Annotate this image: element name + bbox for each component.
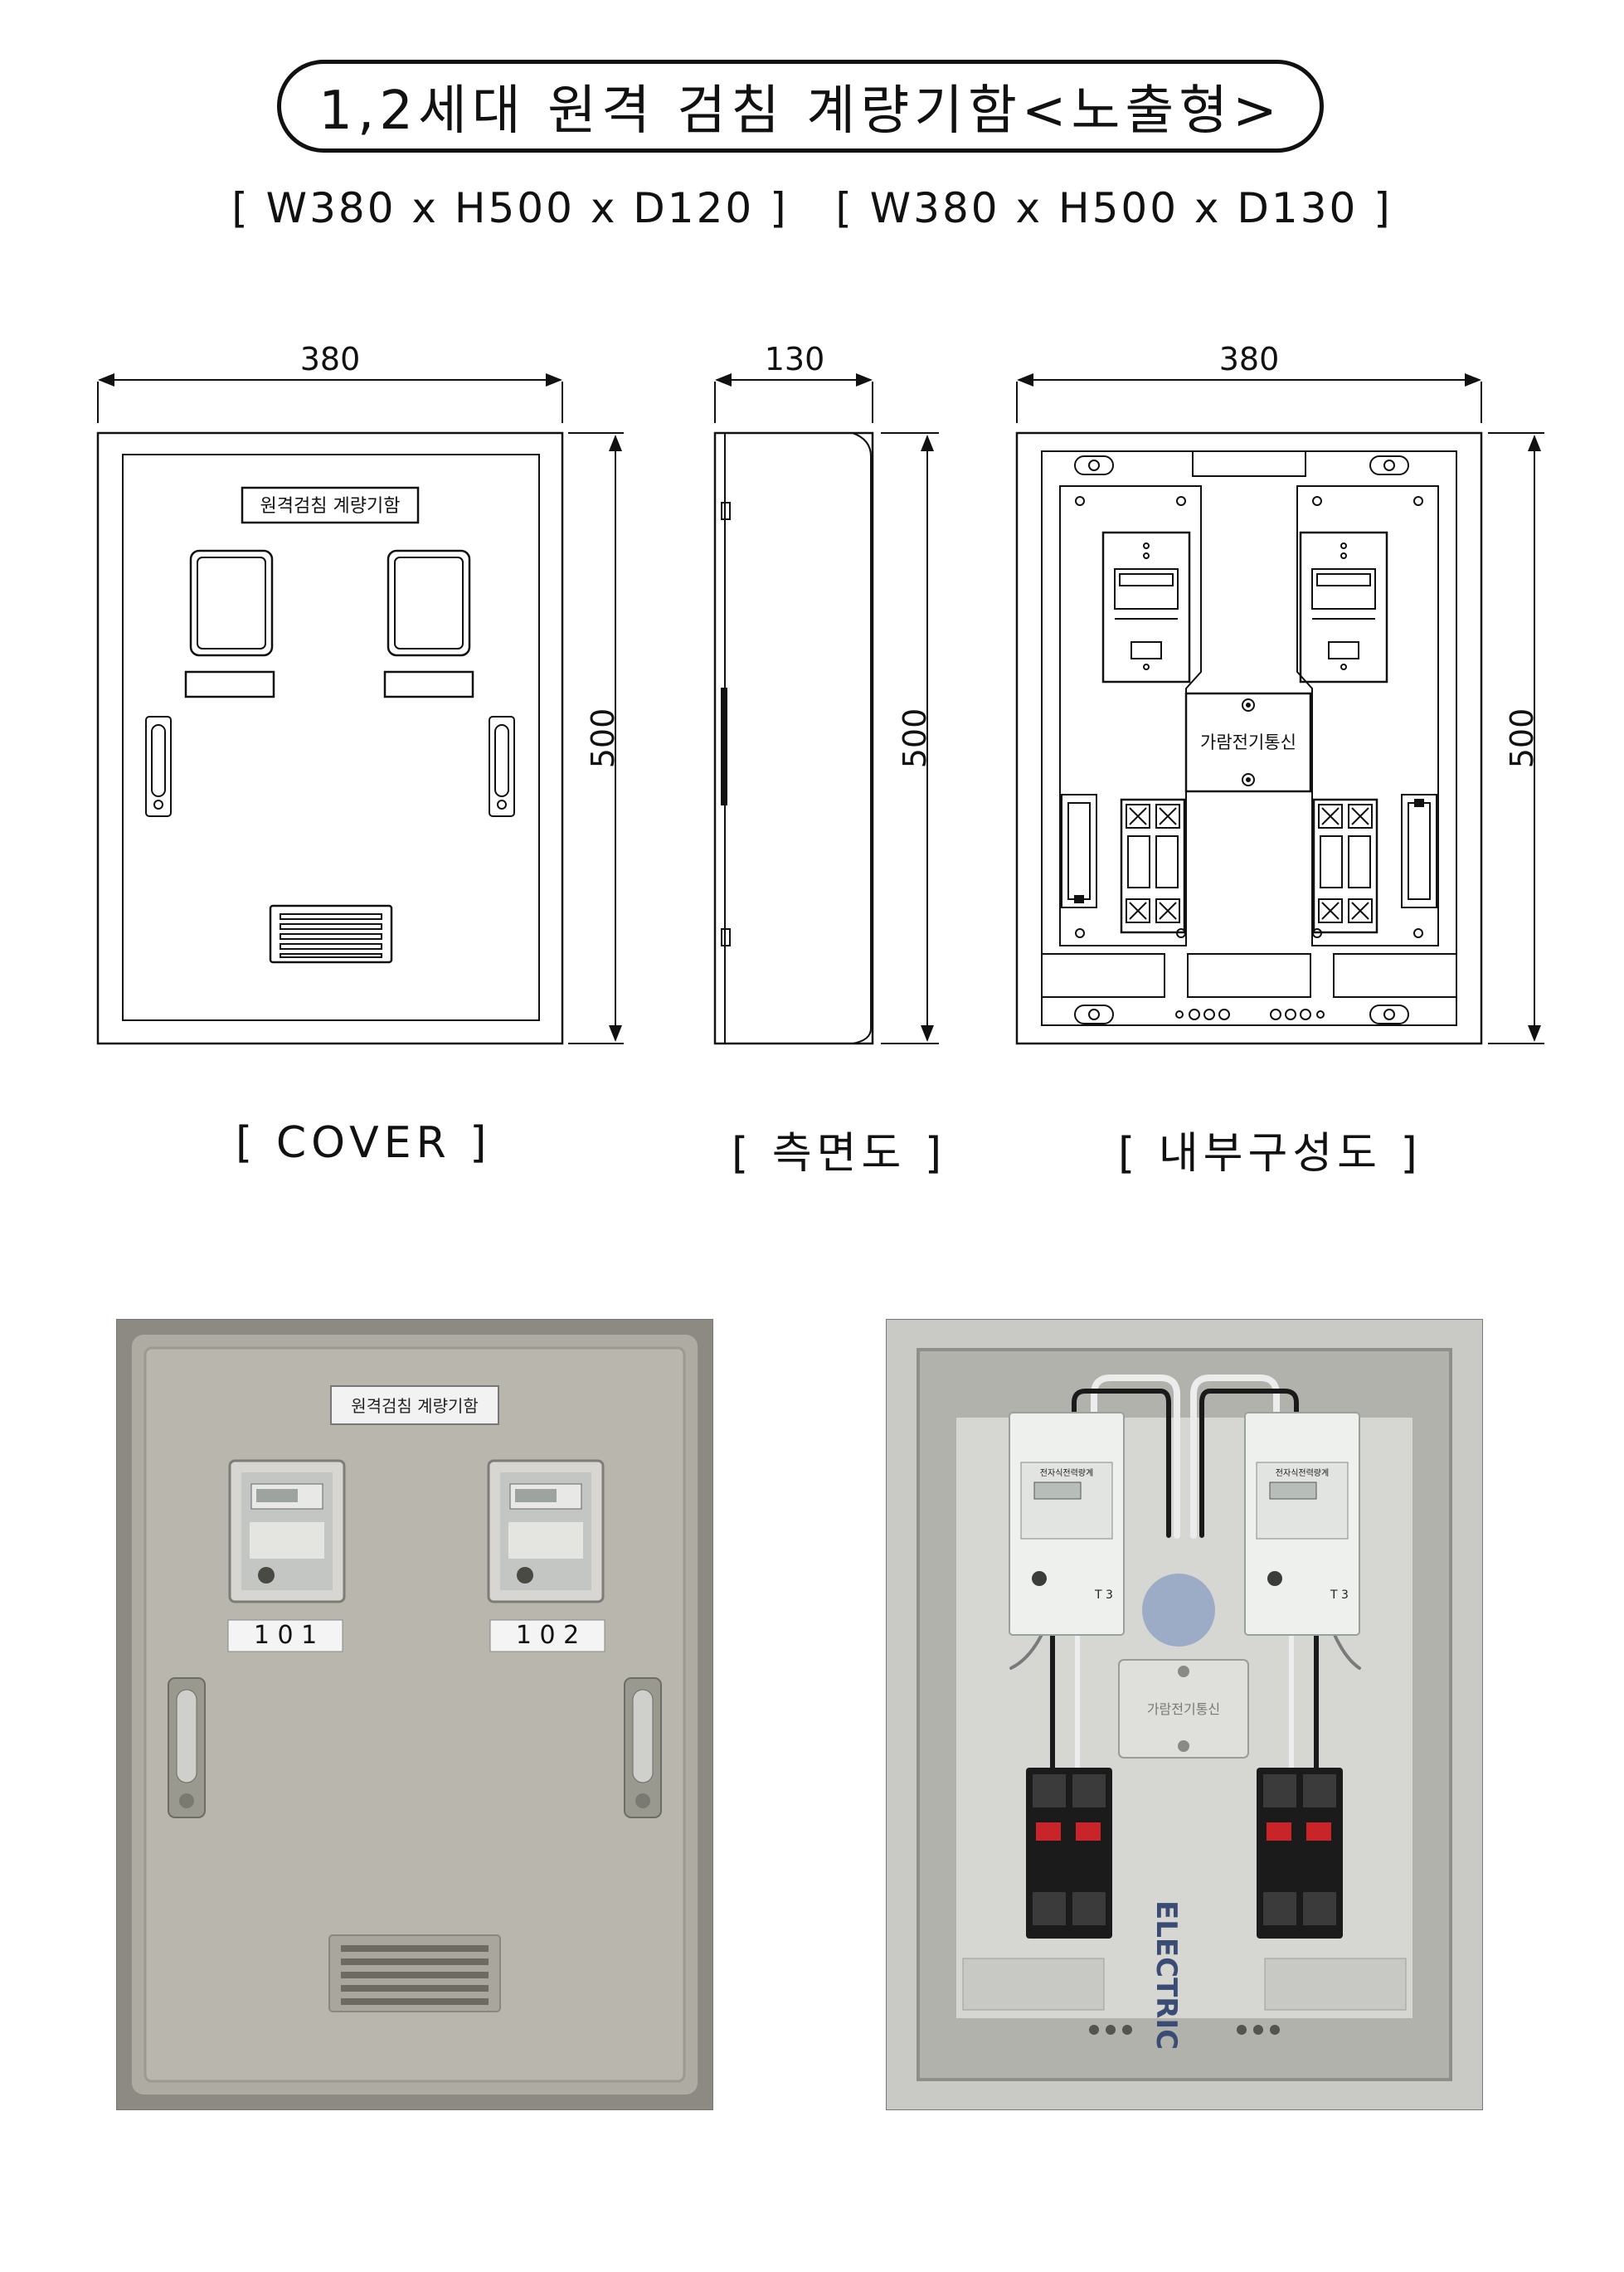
- photo-plate-label: 원격검침 계량기함: [351, 1396, 479, 1416]
- dimension-specs: [ W380 x H500 x D120 ] [ W380 x H500 x D…: [0, 184, 1624, 232]
- dimension-spec-1: [ W380 x H500 x D120 ]: [231, 184, 789, 232]
- interior-caption: [ 내부구성도 ]: [1118, 1129, 1422, 1179]
- mounting-slot-top-left: [1074, 455, 1114, 475]
- side-height-label: 500: [897, 708, 933, 769]
- photo-meter-right-mark: T 3: [1330, 1588, 1349, 1602]
- photo-breaker-left: [1026, 1768, 1112, 1939]
- interior-junction-label: 가람전기통신: [1200, 732, 1296, 752]
- cover-plate-label: 원격검침 계량기함: [260, 496, 401, 517]
- photo-front-cover: 원격검침 계량기함 1 0 1 1 0 2: [116, 1319, 713, 2110]
- cover-handle-left: [145, 716, 172, 817]
- photo-handle-left: [168, 1677, 206, 1818]
- cover-width-label: 380: [300, 341, 361, 377]
- side-outline: [713, 431, 874, 1045]
- cover-label-slot-right: [383, 670, 474, 698]
- photo-vent-louver: [328, 1934, 501, 2012]
- photo-breaker-right: [1257, 1768, 1343, 1939]
- cover-handle-right: [489, 716, 515, 817]
- interior-height-label: 500: [1504, 708, 1540, 769]
- photo-cable-knockouts: [1089, 2025, 1280, 2035]
- interior-outline: [1015, 431, 1483, 1045]
- mounting-plate-left: [1059, 485, 1202, 946]
- photo-meter-right-label: 전자식전력량계: [1276, 1468, 1329, 1478]
- photo-meter-left-label: 전자식전력량계: [1040, 1468, 1093, 1478]
- interior-width-label: 380: [1219, 341, 1280, 377]
- side-drawing: [713, 373, 939, 1045]
- cover-window-left: [189, 549, 274, 657]
- dimension-spec-2: [ W380 x H500 x D130 ]: [835, 184, 1393, 232]
- photo-meter-right: 전자식전력량계 T 3: [1244, 1412, 1360, 1636]
- photo-junction-box: 가람전기통신: [1118, 1659, 1249, 1759]
- junction-box: [1184, 692, 1312, 793]
- page-title-text: 1,2세대 원격 검침 계량기함<노출형>: [318, 80, 1282, 142]
- photo-meter-left: 전자식전력량계 T 3: [1009, 1412, 1125, 1636]
- meter-left: [1101, 531, 1191, 684]
- photo-unit-1: 1 0 1: [254, 1621, 317, 1650]
- photo-unit-label-right: [489, 1619, 605, 1652]
- mounting-slot-bottom-left: [1074, 1005, 1114, 1024]
- cover-outline: [96, 431, 564, 1045]
- cable-knockouts: [1175, 1009, 1325, 1020]
- photo-interior: ELECTRIC 전자식전력량계 T 3 전자식전력량계: [886, 1319, 1483, 2110]
- photo-window-left: [228, 1459, 346, 1603]
- side-caption: [ 측면도 ]: [732, 1129, 947, 1179]
- side-width-label: 130: [765, 341, 825, 377]
- cover-name-plate: [241, 486, 420, 524]
- meter-right: [1299, 531, 1388, 684]
- photo-handle-right: [624, 1677, 662, 1818]
- cover-caption: [ COVER ]: [236, 1118, 492, 1168]
- breaker-right: [1312, 794, 1437, 934]
- photo-unit-label-left: [227, 1619, 343, 1652]
- technical-drawings: 380 130 380 원격검침 계량기함 가람전기통신 500 500 500: [96, 341, 1544, 1045]
- page-title: 1,2세대 원격 검침 계량기함<노출형>: [277, 60, 1324, 153]
- photo-meter-left-mark: T 3: [1094, 1588, 1113, 1602]
- cover-label-slot-left: [184, 670, 275, 698]
- photo-window-right: [487, 1459, 605, 1603]
- interior-drawing: [1015, 373, 1544, 1045]
- photo-name-plate: [330, 1385, 499, 1425]
- photo-junction-label: 가람전기통신: [1147, 1701, 1220, 1717]
- cover-door-outline: [122, 454, 540, 1021]
- photo-backplate-text: ELECTRIC: [1150, 1900, 1183, 2050]
- mounting-slot-top-right: [1369, 455, 1409, 475]
- cover-vent-louver: [269, 904, 393, 964]
- mounting-slot-bottom-right: [1369, 1005, 1409, 1024]
- mounting-plate-right: [1296, 485, 1439, 946]
- breaker-left: [1061, 794, 1186, 934]
- cover-height-label: 500: [585, 708, 621, 769]
- cover-window-right: [387, 549, 471, 657]
- photo-unit-2: 1 0 2: [516, 1621, 579, 1650]
- cover-drawing: [96, 373, 624, 1045]
